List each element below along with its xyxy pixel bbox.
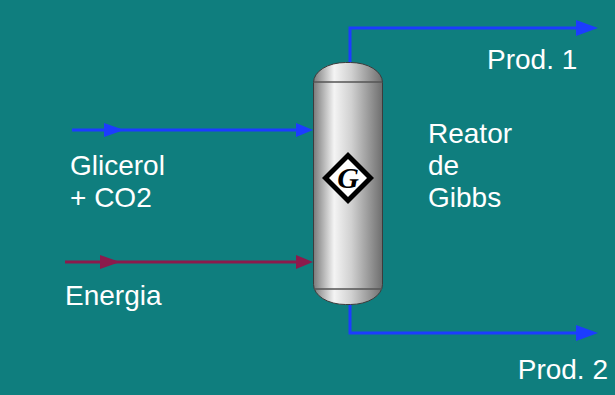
product-label: Prod. 1 xyxy=(487,44,607,76)
reactor-heading: Reator de Gibbs xyxy=(428,118,526,214)
energy-stream xyxy=(65,255,313,269)
feed-label: Glicerol + CO2 xyxy=(70,150,180,214)
feed-stream xyxy=(72,123,313,137)
gibbs-reactor-vessel: Reator de GibbsG xyxy=(313,62,383,305)
product-label: Prod. 2 xyxy=(518,354,615,386)
energy-label: Energia xyxy=(65,280,205,312)
gibbs-symbol-letter: G xyxy=(320,163,376,193)
gibbs-diamond: G xyxy=(320,150,376,206)
product-stream-bottom xyxy=(350,303,598,341)
